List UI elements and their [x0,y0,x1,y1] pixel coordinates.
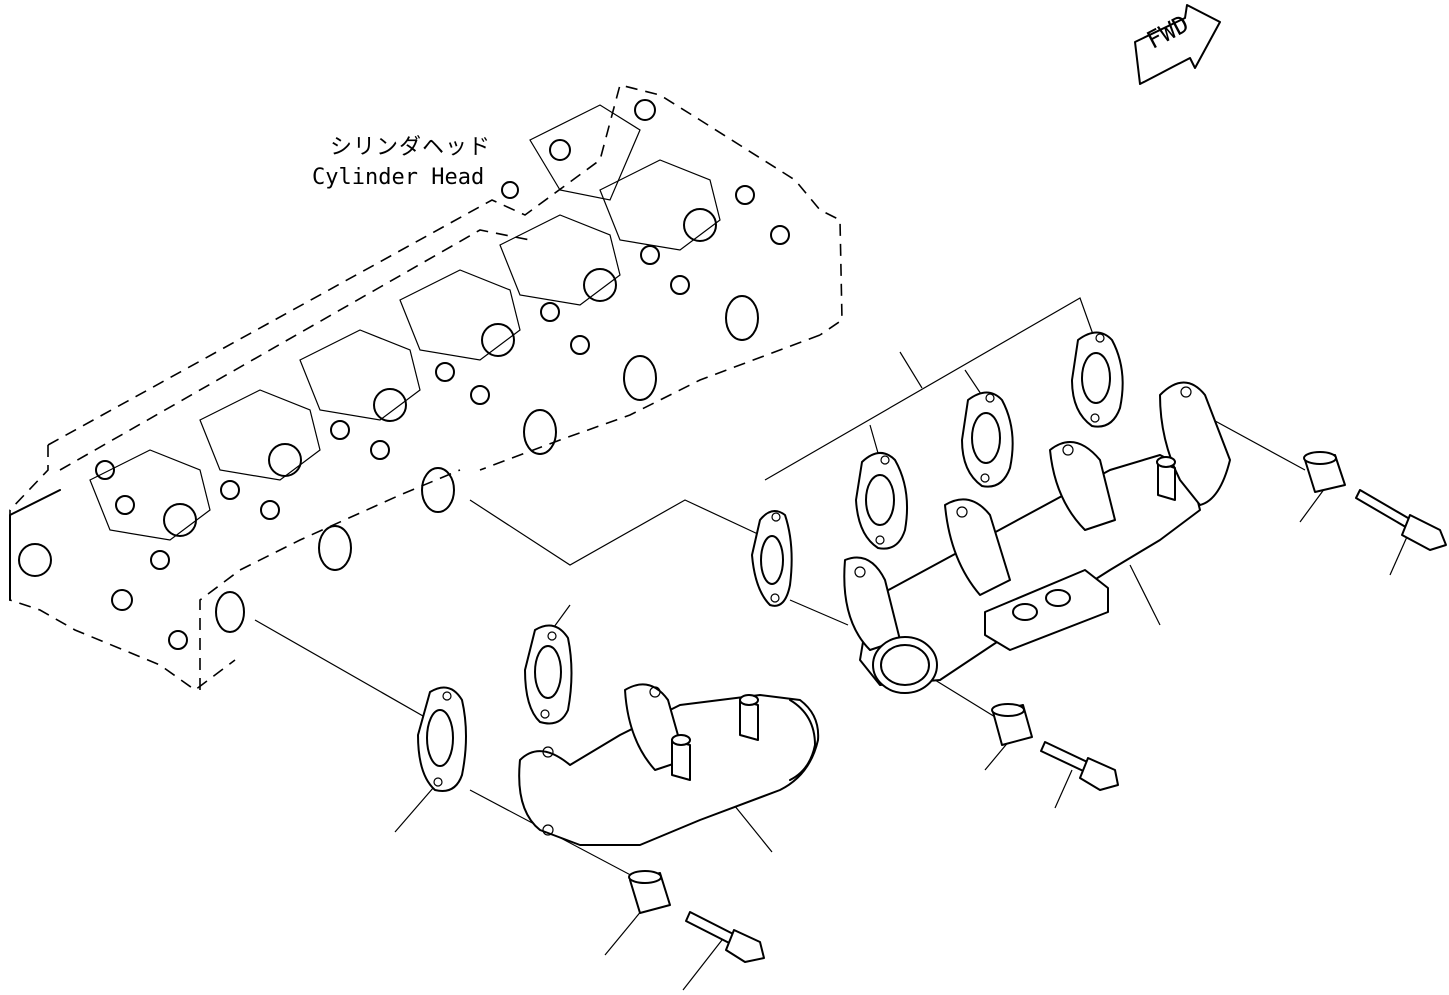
bolt-front-left [685,911,765,963]
spacer-front-right [991,703,1033,746]
bolt-rear [1355,489,1447,551]
rear-exhaust-manifold [843,381,1231,694]
spacer-front-left [628,870,671,914]
gasket-rear-4 [1071,331,1124,428]
rear-manifold-gaskets [751,331,1124,607]
front-manifold-gaskets [417,624,573,792]
gasket-rear-2 [855,452,908,550]
bolt-front-right [1040,741,1119,791]
gasket-front-2 [524,624,573,725]
cylinder-head-label-jp: シリンダヘッド [330,135,492,160]
cylinder-head-label-en: Cylinder Head [312,165,485,190]
cylinder-head [9,84,843,691]
gasket-rear-3 [961,391,1014,488]
gasket-front-1 [417,686,467,792]
spacer-rear [1303,451,1346,493]
front-exhaust-manifold [518,683,820,846]
leader-lines [254,297,1411,991]
fwd-arrow-icon [1134,4,1221,85]
gasket-rear-1 [751,510,793,607]
